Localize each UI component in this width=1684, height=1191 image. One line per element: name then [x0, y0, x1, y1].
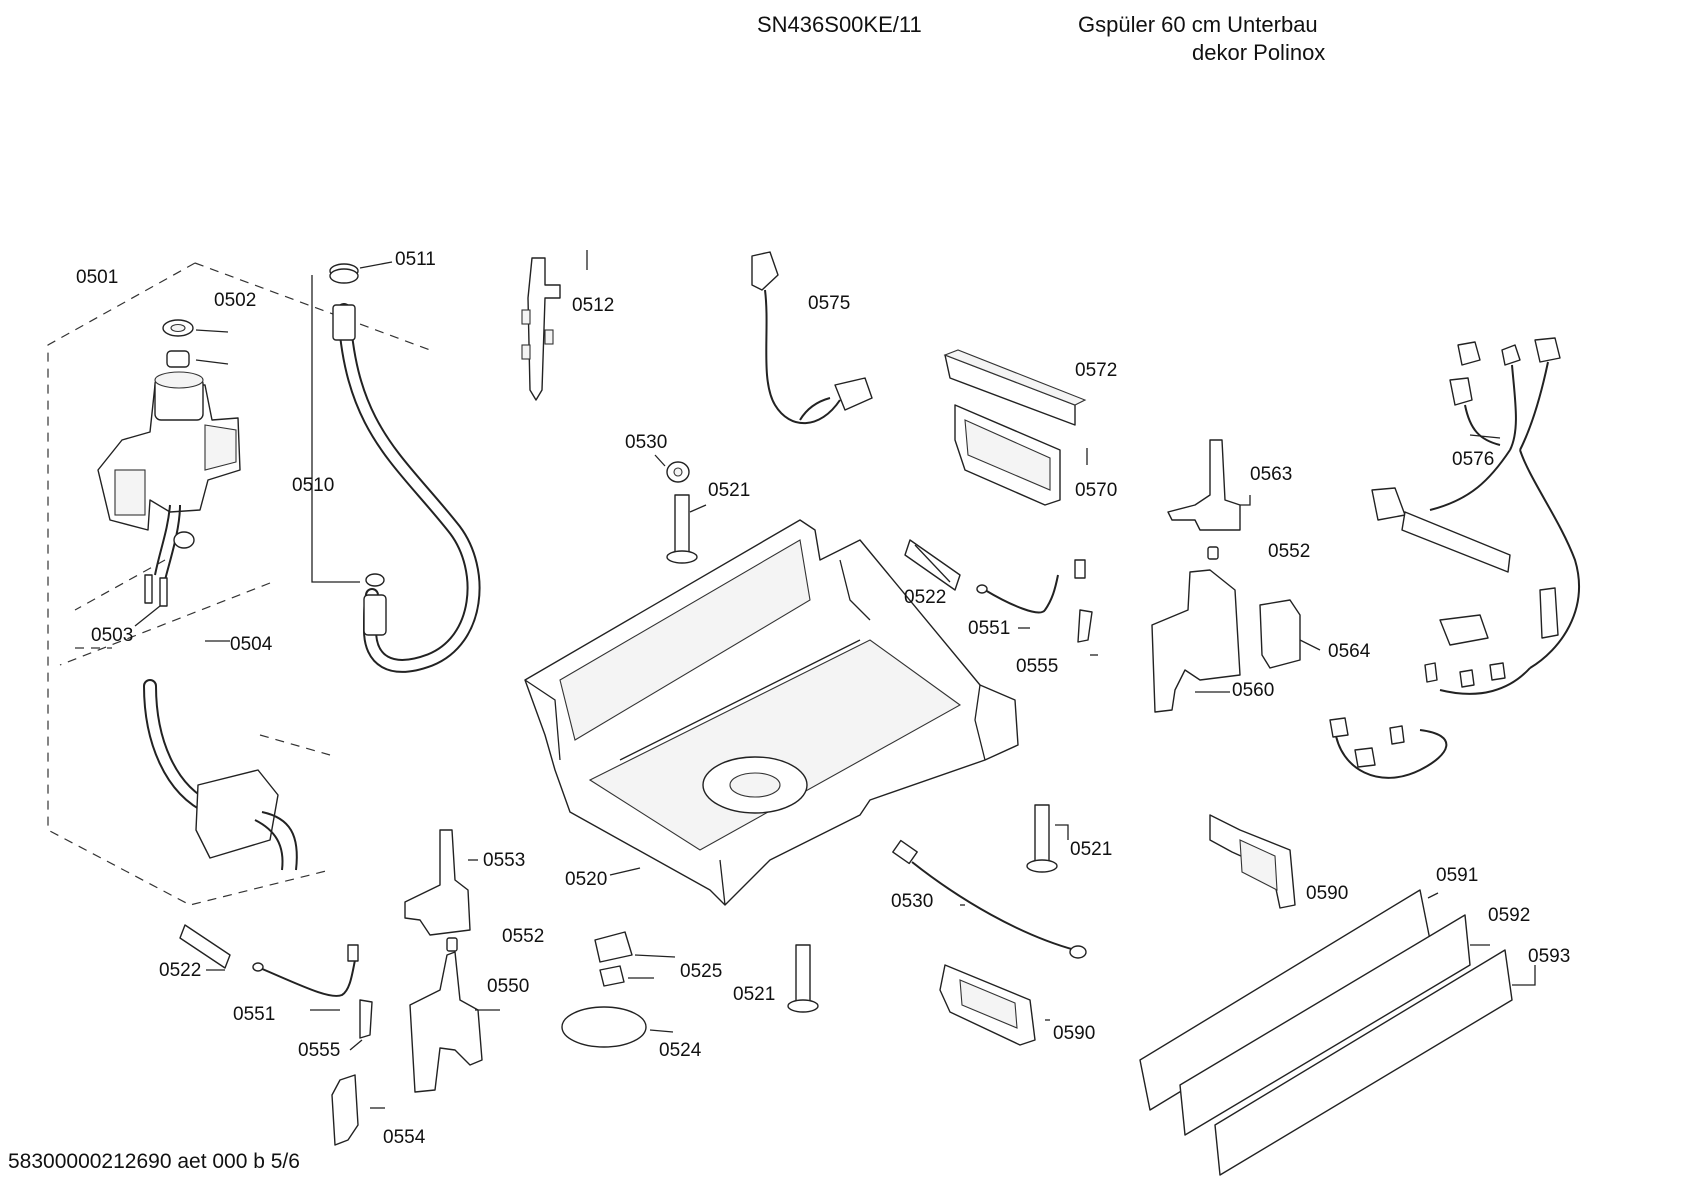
mains-cable-0575	[751, 251, 873, 425]
foot-rail-0590-upper	[1209, 814, 1296, 909]
door-hinge-group-left	[179, 829, 500, 1146]
label-0504: 0504	[230, 634, 273, 655]
label-0522-left: 0522	[159, 960, 201, 981]
label-0520: 0520	[565, 869, 607, 890]
label-0555-left: 0555	[298, 1040, 340, 1061]
label-0591: 0591	[1436, 865, 1478, 886]
clip-0564	[1259, 599, 1301, 669]
supply-hose-group	[311, 261, 481, 673]
screw-0521-bottom	[787, 944, 819, 1013]
clip-0525-top	[594, 931, 633, 963]
label-0521-top: 0521	[708, 480, 750, 501]
hose-end-0510	[332, 304, 356, 341]
float-0522	[179, 924, 231, 969]
label-0524: 0524	[659, 1040, 702, 1061]
label-0563: 0563	[1250, 464, 1292, 485]
bracket-0550	[409, 951, 483, 1093]
label-0551-right: 0551	[968, 618, 1010, 639]
label-0551-left: 0551	[233, 1004, 275, 1025]
label-0553: 0553	[483, 850, 525, 871]
appliance-finish: dekor Polinox	[1192, 40, 1326, 65]
hose-connector-0504	[195, 769, 279, 859]
label-0501: 0501	[76, 267, 118, 288]
label-0522-right: 0522	[904, 587, 946, 608]
bracket-0560	[1151, 569, 1241, 713]
label-0576: 0576	[1452, 449, 1494, 470]
part-labels: 0501 0502 0503 0504 0510 0511 0512 0575 …	[76, 249, 1570, 1148]
screw-0521-mid	[1026, 804, 1069, 873]
control-housing-group	[943, 349, 1088, 506]
label-0572: 0572	[1075, 360, 1117, 381]
float-switch-group-right	[904, 539, 1098, 656]
label-0550: 0550	[487, 976, 529, 997]
label-0552-right: 0552	[1268, 541, 1310, 562]
label-0521-bottom: 0521	[733, 984, 775, 1005]
fastener-group	[561, 931, 676, 1048]
hinge-0563	[1167, 439, 1241, 531]
appliance-description: Gspüler 60 cm Unterbau	[1078, 12, 1318, 37]
panel-0592	[1179, 914, 1471, 1136]
holder-0554	[331, 1074, 359, 1146]
label-0560: 0560	[1232, 680, 1274, 701]
label-0552-left: 0552	[502, 926, 544, 947]
panel-0593	[1214, 949, 1513, 1176]
label-0575: 0575	[808, 293, 850, 314]
label-0590-upper: 0590	[1306, 883, 1348, 904]
label-0530-top: 0530	[625, 432, 667, 453]
label-0530-bottom: 0530	[891, 891, 933, 912]
door-hinge-group-right	[1151, 439, 1321, 713]
guide-rail-0512	[521, 250, 588, 401]
sensor-cable-0530	[892, 839, 1087, 959]
model-number: SN436S00KE/11	[757, 12, 922, 37]
hinge-0553	[404, 829, 471, 936]
label-0554: 0554	[383, 1127, 426, 1148]
base-tub-0520	[524, 519, 1019, 906]
label-0502: 0502	[214, 290, 256, 311]
nut-0502b	[166, 350, 190, 368]
label-0525: 0525	[680, 961, 722, 982]
screw-0521-top	[654, 454, 707, 564]
label-0510: 0510	[292, 475, 334, 496]
foot-rail-0590-lower	[939, 964, 1050, 1046]
label-0555-right: 0555	[1016, 656, 1058, 677]
document-reference: 58300000212690 aet 000 b 5/6	[8, 1150, 300, 1173]
label-0564: 0564	[1328, 641, 1371, 662]
disc-0524	[561, 1006, 647, 1048]
label-0593: 0593	[1528, 946, 1570, 967]
label-0590-lower: 0590	[1053, 1023, 1095, 1044]
label-0521-mid: 0521	[1070, 839, 1112, 860]
label-0511: 0511	[395, 249, 436, 270]
inlet-assembly-group	[47, 262, 431, 906]
plinth-panels	[1139, 889, 1536, 1176]
wiring-harness-0576	[1329, 337, 1580, 779]
label-0512: 0512	[572, 295, 614, 316]
label-0503: 0503	[91, 625, 133, 646]
label-0592: 0592	[1488, 905, 1530, 926]
clip-0525-bottom	[599, 965, 625, 987]
label-0570: 0570	[1075, 480, 1117, 501]
